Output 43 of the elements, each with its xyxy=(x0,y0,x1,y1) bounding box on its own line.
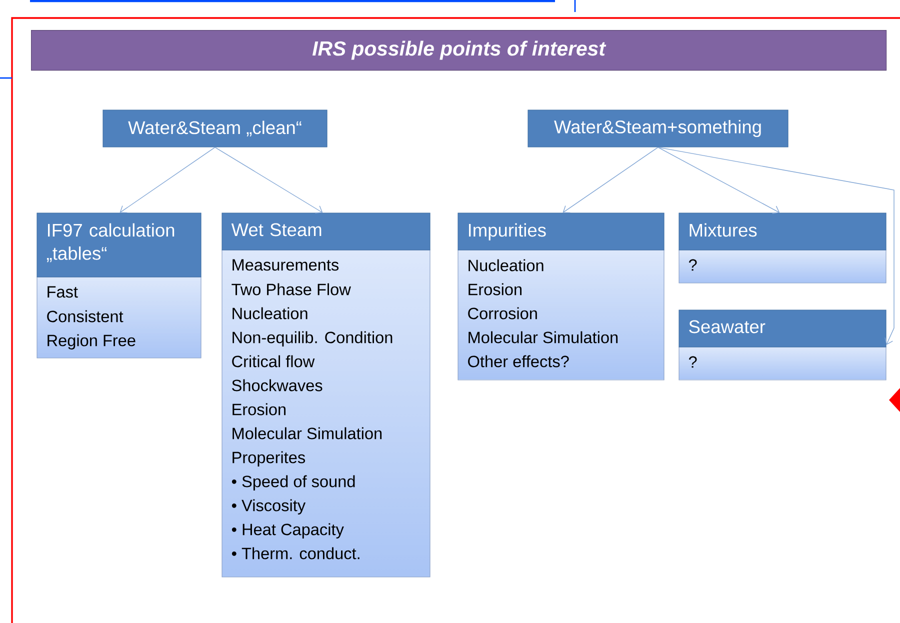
list-item: Shockwaves xyxy=(232,379,322,392)
list-item: Consistent xyxy=(47,310,124,322)
list-item: Other effects? xyxy=(468,355,569,368)
topic-card xyxy=(678,310,886,380)
category-box xyxy=(528,110,788,148)
list-item: Molecular Simulation xyxy=(468,331,618,344)
arrow xyxy=(658,146,894,345)
list-item: Two Phase Flow xyxy=(232,283,351,296)
list-item: Non-equilib. Condition xyxy=(232,331,392,346)
arrow xyxy=(120,146,216,214)
list-item: Nucleation xyxy=(468,259,544,272)
topic-card xyxy=(36,212,202,358)
list-item: • Heat Capacity xyxy=(232,523,344,538)
list-item: Critical flow xyxy=(232,355,315,368)
list-item: Corrosion xyxy=(468,307,537,320)
list-item: Fast xyxy=(48,286,78,298)
list-item: • Speed of sound xyxy=(232,475,355,490)
card-heading: IF97 calculation „tables“ xyxy=(46,223,174,262)
list-item: ? xyxy=(688,259,697,271)
arrow xyxy=(562,146,658,214)
topic-card xyxy=(678,212,886,284)
card-heading: Seawater xyxy=(689,320,766,334)
list-item: Molecular Simulation xyxy=(232,427,382,440)
arrow xyxy=(214,146,323,214)
category-box xyxy=(102,110,328,148)
list-item: Measurements xyxy=(232,259,339,271)
arrow xyxy=(658,146,780,214)
card-heading: Impurities xyxy=(469,223,546,240)
list-item: Erosion xyxy=(232,403,286,416)
box-title: Water&Steam „clean“ xyxy=(128,120,302,136)
topic-card xyxy=(222,212,430,578)
card-heading: Wet Steam xyxy=(231,223,322,236)
list-item: Properites xyxy=(232,451,305,466)
list-item: Nucleation xyxy=(232,307,308,320)
title-banner: IRS possible points of interest xyxy=(31,30,887,71)
list-item: • Therm. conduct. xyxy=(232,547,360,560)
box-title: Water&Steam+something xyxy=(554,120,761,138)
list-item: Erosion xyxy=(468,283,522,296)
list-item: • Viscosity xyxy=(232,499,306,514)
list-item: Region Free xyxy=(48,334,136,350)
card-heading: Mixtures xyxy=(690,223,757,237)
list-item: ? xyxy=(688,356,697,368)
topic-card xyxy=(458,212,664,380)
